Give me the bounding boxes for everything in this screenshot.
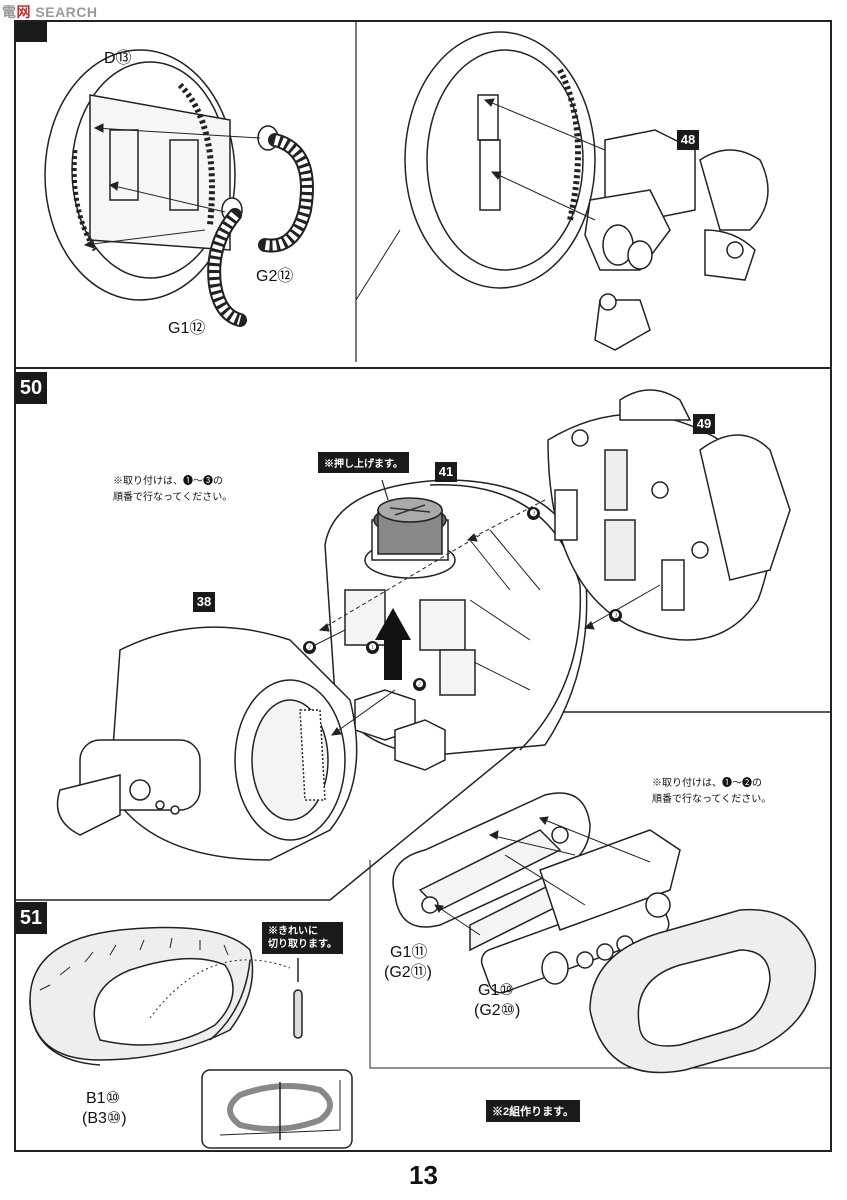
cut-piece bbox=[293, 989, 303, 1039]
marker-2a: ❷ bbox=[303, 641, 316, 654]
marker-3b: ❸ bbox=[609, 609, 622, 622]
part-48-badge: 48 bbox=[677, 130, 699, 150]
track-frame-drawing bbox=[392, 792, 681, 994]
page-number: 13 bbox=[409, 1160, 438, 1190]
step-51-order-note: ※取り付けは、❶～❷の 順番で行なってください。 bbox=[652, 778, 772, 805]
gear-38-drawing bbox=[56, 626, 358, 861]
label-g1-12: G1⑫ bbox=[168, 320, 206, 337]
cut-clean-note: ※きれいに 切り取ります。 bbox=[262, 922, 343, 954]
part-38-badge: 38 bbox=[193, 592, 215, 612]
track-belt-right bbox=[589, 908, 817, 1074]
marker-3a: ❸ bbox=[527, 507, 540, 520]
cut-detail-belt bbox=[219, 1080, 341, 1140]
push-arrow bbox=[375, 608, 411, 680]
page-frame bbox=[14, 20, 832, 1152]
label-b3-10: (B3⑩) bbox=[82, 1110, 127, 1127]
shell-d13-drawing bbox=[44, 49, 236, 301]
step-51-badge: 51 bbox=[15, 902, 47, 934]
marker-1: ❶ bbox=[366, 641, 379, 654]
push-up-note: ※押し上げます。 bbox=[318, 452, 409, 473]
make-two-note: ※2組作ります。 bbox=[486, 1100, 581, 1122]
step-50-badge: 50 bbox=[15, 372, 47, 404]
rail-part-upper bbox=[257, 125, 314, 253]
part-49-badge: 49 bbox=[693, 414, 715, 434]
label-g2-10: (G2⑩) bbox=[474, 1002, 521, 1019]
watermark: 電网 SEARCH bbox=[2, 4, 98, 20]
step-50-order-note: ※取り付けは、❶～❸の 順番で行なってください。 bbox=[113, 476, 233, 503]
marker-2b: ❷ bbox=[413, 678, 426, 691]
cap-drawing bbox=[364, 497, 456, 579]
label-g1-11: G1⑪ bbox=[390, 944, 428, 961]
label-g2-11: (G2⑪) bbox=[384, 964, 433, 981]
rail-part-lower bbox=[207, 197, 247, 327]
part-48-drawing bbox=[584, 129, 769, 351]
label-g2-12: G2⑫ bbox=[256, 268, 294, 285]
part-41-badge: 41 bbox=[435, 462, 457, 482]
body-41-drawing bbox=[324, 479, 588, 771]
step-49-badge bbox=[15, 22, 47, 42]
track-belt-left bbox=[29, 926, 254, 1066]
label-b1-10: B1⑩ bbox=[86, 1090, 120, 1107]
label-d13: D⑬ bbox=[104, 50, 132, 67]
shell-with-mount-drawing bbox=[404, 31, 596, 289]
part-49-drawing bbox=[547, 389, 791, 641]
label-g1-10: G1⑩ bbox=[478, 982, 514, 999]
